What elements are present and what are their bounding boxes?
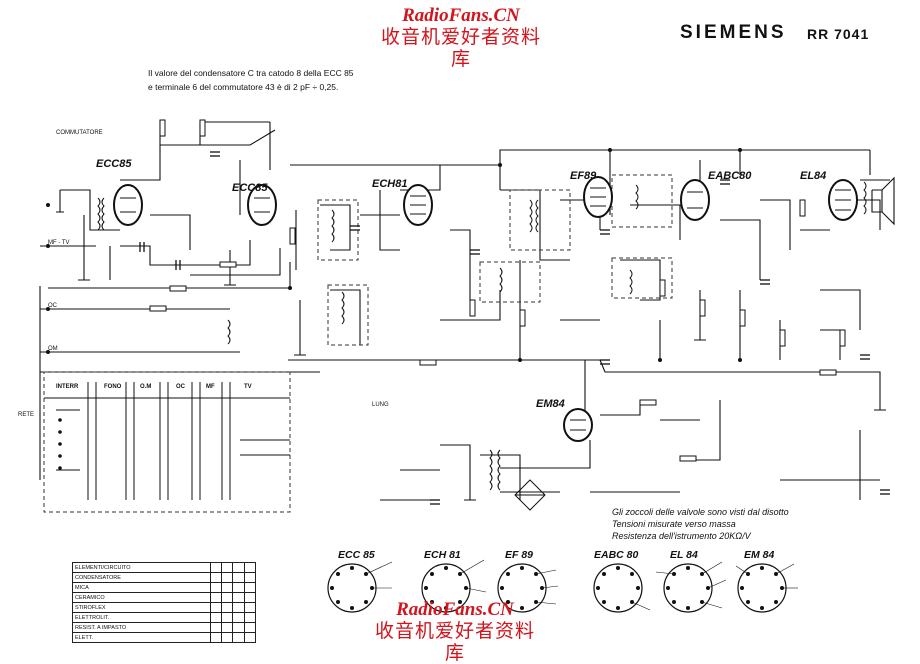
socket-ech81 xyxy=(421,563,471,613)
label-commutatore: COMMUTATORE xyxy=(56,130,103,136)
socket-label-em84: EM 84 xyxy=(744,549,775,561)
switch-label-interr: INTERR xyxy=(56,384,79,390)
tube-label-ef89: EF89 xyxy=(570,170,597,182)
socket-label-ef89: EF 89 xyxy=(505,549,534,561)
legend-row: CERAMICO xyxy=(72,592,211,603)
switch-label-om: O.M xyxy=(140,384,152,390)
rail-om xyxy=(48,262,291,289)
measurement-note-line1: Gli zoccoli delle valvole sono visti dal… xyxy=(612,507,789,517)
capacitor-note-line2: e terminale 6 del commutatore 43 è di 2 … xyxy=(148,82,339,92)
watermark-top: RadioFans.CN 收音机爱好者资料库 xyxy=(376,5,546,71)
legend-row: RESIST. A IMPASTO xyxy=(72,622,211,633)
watermark-top-en: RadioFans.CN xyxy=(402,5,520,26)
watermark-bottom-en: RadioFans.CN xyxy=(396,599,514,620)
tube-eabc80-envelope xyxy=(680,179,710,221)
watermark-top-cn: 收音机爱好者资料库 xyxy=(380,26,541,70)
legend-row: ELETT. xyxy=(72,632,211,643)
tube-em84-envelope xyxy=(563,408,593,442)
brand-name: SIEMENS xyxy=(680,22,787,43)
socket-eabc80 xyxy=(593,563,643,613)
tube-ecc85-a-envelope xyxy=(113,184,143,226)
measurement-note-line3: Resistenza dell'istrumento 20KΩ/V xyxy=(612,531,751,541)
measurement-note: Gli zoccoli delle valvole sono visti dal… xyxy=(612,506,802,542)
switch-label-rete: RETE xyxy=(18,412,35,418)
tube-label-ecc85-a: ECC85 xyxy=(96,158,132,170)
label-oc: OC xyxy=(48,303,57,309)
tube-label-ecc85-b: ECC85 xyxy=(232,182,268,194)
socket-label-ecc85: ECC 85 xyxy=(338,549,375,561)
label-om: OM xyxy=(48,346,58,352)
legend-row: STIROFLEX xyxy=(72,602,211,613)
model-number: RR 7041 xyxy=(807,26,870,42)
legend-row: ELETTROLIT. xyxy=(72,612,211,623)
tube-label-el84: EL84 xyxy=(800,170,827,182)
socket-ecc85 xyxy=(327,563,377,613)
watermark-bottom-cn: 收音机爱好者资料库 xyxy=(374,620,535,664)
socket-label-eabc80: EABC 80 xyxy=(594,549,639,561)
tube-ecc85-b-envelope xyxy=(247,184,277,226)
legend-row: CONDENSATORE xyxy=(72,572,211,583)
socket-em84 xyxy=(737,563,787,613)
switch-label-fono: FONO xyxy=(104,384,122,390)
capacitor-note: Il valore del condensatore C tra catodo … xyxy=(148,66,388,94)
legend-row: ELEMENTI/CIRCUITO xyxy=(72,562,211,573)
switch-label-mf: MF xyxy=(206,384,215,390)
switch-label-oc: OC xyxy=(176,384,185,390)
socket-label-el84: EL 84 xyxy=(670,549,698,561)
socket-label-ech81: ECH 81 xyxy=(424,549,461,561)
watermark-bottom: RadioFans.CN 收音机爱好者资料库 xyxy=(370,600,540,664)
label-lungo: LUNG xyxy=(372,402,389,408)
socket-el84 xyxy=(663,563,713,613)
capacitor-note-line1: Il valore del condensatore C tra catodo … xyxy=(148,68,354,78)
label-mf-tv: MF - TV xyxy=(48,240,70,246)
tube-label-em84: EM84 xyxy=(536,398,565,410)
tube-label-ech81: ECH81 xyxy=(372,178,408,190)
measurement-note-line2: Tensioni misurate verso massa xyxy=(612,519,736,529)
switch-label-tv: TV xyxy=(244,384,252,390)
component-legend: ELEMENTI/CIRCUITO CONDENSATORE MICA CERA… xyxy=(72,562,257,643)
tube-label-eabc80: EABC80 xyxy=(708,170,752,182)
legend-row: MICA xyxy=(72,582,211,593)
socket-ef89 xyxy=(497,563,547,613)
